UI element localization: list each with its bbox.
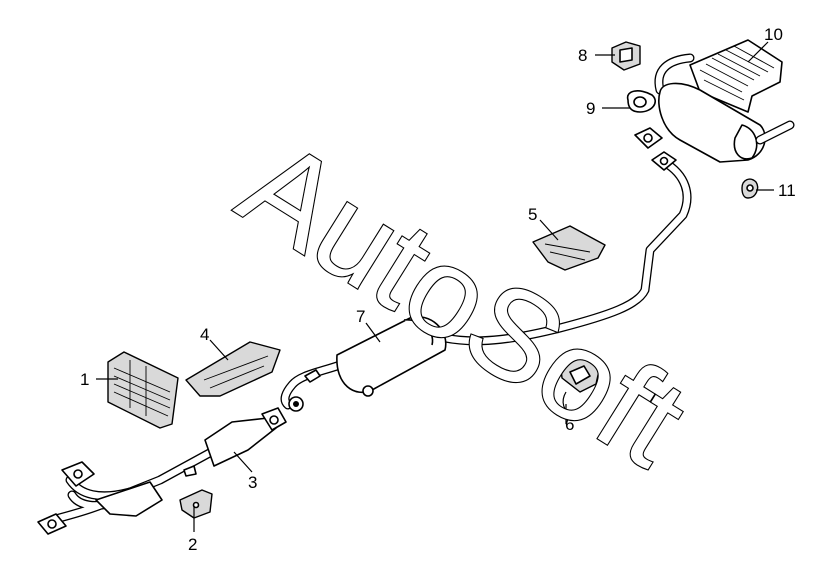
front-heat-shield bbox=[185, 341, 281, 397]
callout-label-5: 5 bbox=[528, 205, 537, 224]
callout-numbers: 1 2 3 4 5 6 7 8 9 10 11 bbox=[80, 25, 796, 554]
callout-leaders bbox=[96, 41, 774, 532]
center-heat-shield bbox=[532, 225, 606, 271]
rear-hanger-bracket bbox=[559, 349, 601, 415]
callout-label-9: 9 bbox=[586, 99, 595, 118]
front-bracket bbox=[179, 489, 213, 519]
callout-label-7: 7 bbox=[356, 307, 365, 326]
callout-label-4: 4 bbox=[200, 325, 209, 344]
catalytic-converter bbox=[183, 407, 287, 477]
rubber-mount bbox=[611, 41, 641, 71]
callout-label-6: 6 bbox=[565, 415, 574, 434]
callout-label-3: 3 bbox=[248, 473, 257, 492]
rear-muffler bbox=[626, 53, 795, 171]
callout-label-10: 10 bbox=[764, 25, 783, 44]
center-muffler bbox=[288, 316, 447, 412]
manifold-heat-shield bbox=[107, 351, 179, 429]
rear-heat-shield bbox=[689, 39, 783, 113]
callout-label-1: 1 bbox=[80, 370, 89, 389]
rubber-ring bbox=[741, 178, 759, 199]
callout-label-11: 11 bbox=[778, 181, 796, 200]
exhaust-manifold bbox=[37, 461, 163, 535]
callout-label-2: 2 bbox=[188, 535, 197, 554]
callout-label-8: 8 bbox=[578, 46, 587, 65]
